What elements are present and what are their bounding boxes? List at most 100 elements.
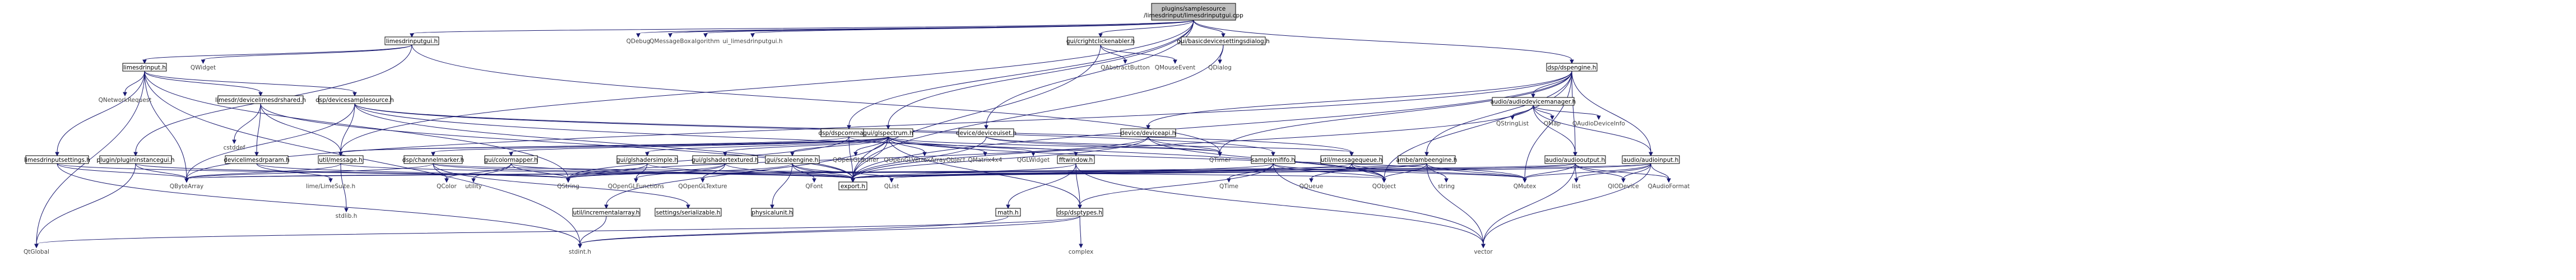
- arrowhead: [686, 204, 690, 209]
- header-file-node[interactable]: gui/colormapper.h: [484, 155, 538, 164]
- include-edge: [260, 103, 343, 157]
- node-label: gui/glshadersimple.h: [616, 157, 678, 164]
- header-file-node[interactable]: gui/scaleengine.h: [765, 155, 820, 164]
- node-label: stdint.h: [569, 249, 591, 255]
- header-file-node[interactable]: settings/serializable.h: [655, 208, 722, 217]
- include-edge: [144, 71, 357, 97]
- node-box: [1492, 97, 1575, 106]
- arrowhead: [636, 33, 640, 38]
- arrowhead: [770, 204, 774, 209]
- header-file-node[interactable]: plugins/samplesource/limesdrinput/limesd…: [1144, 3, 1243, 21]
- node-label: gui/glshadertextured.h: [691, 157, 759, 164]
- external-header-node: QDialog: [1208, 64, 1232, 71]
- node-label: QMessageBox: [649, 38, 691, 45]
- arrowhead: [1574, 178, 1579, 183]
- include-edge: [1100, 44, 1177, 64]
- external-header-node: QFont: [805, 183, 823, 190]
- include-edge: [1193, 20, 1574, 64]
- header-file-node[interactable]: audio/audiooutput.h: [1544, 155, 1606, 164]
- external-header-node: QNetworkRequest: [99, 97, 152, 104]
- external-header-node: QStringList: [1496, 120, 1529, 127]
- external-header-node: QObject: [1372, 183, 1396, 190]
- arrowhead: [1444, 178, 1449, 183]
- external-header-node: vector: [1474, 249, 1493, 255]
- header-file-node[interactable]: fftwindow.h: [1057, 155, 1095, 164]
- node-label: QIODevice: [1608, 183, 1639, 190]
- node-label: audio/audioinput.h: [1623, 157, 1679, 164]
- include-edge: [135, 163, 189, 183]
- external-header-node: QOpenGLVertexArrayObject: [884, 157, 965, 164]
- node-box: [225, 155, 289, 164]
- external-header-node: QMessageBox: [649, 38, 691, 45]
- header-file-node[interactable]: limesdr/devicelimesdrshared.h: [215, 95, 306, 104]
- header-file-node[interactable]: gui/glspectrum.h: [863, 128, 913, 137]
- external-header-node: QString: [557, 183, 579, 190]
- header-file-node[interactable]: util/message.h: [318, 155, 364, 164]
- header-file-node[interactable]: math.h: [995, 208, 1021, 217]
- node-label: stdlib.h: [336, 213, 358, 220]
- node-label: gui/glspectrum.h: [863, 130, 913, 137]
- arrowhead: [232, 139, 236, 144]
- external-header-node: cstddef: [224, 144, 245, 151]
- node-label: dsp/dspengine.h: [1548, 64, 1596, 71]
- arrowhead: [1481, 244, 1486, 249]
- header-file-node[interactable]: limesdrinput.h: [122, 63, 167, 72]
- include-edge: [1078, 163, 1274, 209]
- include-edge: [34, 163, 136, 249]
- arrowhead: [1078, 204, 1082, 209]
- header-file-node[interactable]: util/incrementalarray.h: [572, 208, 640, 217]
- header-file-node[interactable]: ambe/ambeengine.h: [1396, 155, 1458, 164]
- header-file-node[interactable]: devicelimesdrparam.h: [224, 155, 290, 164]
- include-edge: [55, 71, 145, 157]
- header-file-node[interactable]: physicalunit.h: [751, 208, 793, 217]
- include-edge: [1574, 163, 1651, 183]
- header-file-node[interactable]: device/deviceapi.h: [1120, 128, 1176, 137]
- header-file-node[interactable]: limesdrinputsettings.h: [24, 155, 90, 164]
- include-edge: [790, 136, 889, 157]
- include-edge: [260, 103, 855, 183]
- external-header-node: ui_limesdrinputgui.h: [722, 38, 782, 45]
- node-label: audio/audiodevicemanager.h: [1491, 99, 1576, 105]
- header-file-node[interactable]: dsp/dsptypes.h: [1056, 208, 1103, 217]
- node-box: [217, 95, 304, 104]
- node-label: QObject: [1372, 183, 1396, 190]
- arrowhead: [889, 178, 894, 183]
- node-layer: plugins/samplesource/limesdrinput/limesd…: [24, 3, 1690, 255]
- arrowhead: [1079, 244, 1083, 249]
- external-header-node: stdint.h: [569, 249, 591, 255]
- arrowhead: [1550, 115, 1554, 120]
- node-label: string: [1438, 183, 1455, 190]
- include-edge: [1533, 105, 1653, 157]
- header-file-node[interactable]: util/messagequeue.h: [1320, 155, 1383, 164]
- arrowhead: [1221, 33, 1226, 38]
- include-edge: [1621, 163, 1651, 183]
- header-file-node[interactable]: gui/glshadersimple.h: [616, 155, 678, 164]
- node-label: util/messagequeue.h: [1321, 157, 1382, 164]
- header-file-node[interactable]: dsp/devicesamplesource.h: [315, 95, 394, 104]
- include-edge: [847, 20, 1194, 130]
- header-file-node[interactable]: dsp/dspengine.h: [1546, 63, 1598, 72]
- header-file-node[interactable]: plugin/plugininstancegui.h: [96, 155, 175, 164]
- node-box: [1546, 63, 1598, 72]
- header-file-node[interactable]: gui/glshadertextured.h: [691, 155, 759, 164]
- node-box: [1622, 155, 1680, 164]
- header-file-node[interactable]: gui/crightclickenabler.h: [1066, 36, 1135, 45]
- node-label: gui/scaleengine.h: [767, 157, 819, 164]
- node-label: algorithm: [691, 38, 720, 45]
- arrowhead: [201, 59, 206, 64]
- header-file-node[interactable]: limesdrinputgui.h: [384, 36, 439, 45]
- header-file-node[interactable]: gui/basicdevicesettingsdialog.h: [1177, 36, 1270, 45]
- arrowhead: [1349, 152, 1354, 157]
- external-header-node: QMatrix4x4: [968, 157, 1002, 164]
- header-file-node[interactable]: device/deviceuiset.h: [956, 128, 1017, 137]
- arrowhead: [1098, 33, 1103, 38]
- node-label: gui/basicdevicesettingsdialog.h: [1177, 38, 1269, 45]
- node-box: [1151, 3, 1236, 21]
- node-box: [751, 208, 793, 217]
- header-file-node[interactable]: audio/audiodevicemanager.h: [1491, 97, 1576, 106]
- header-file-node[interactable]: samplemififo.h: [1251, 155, 1296, 164]
- header-file-node[interactable]: dsp/channelmarker.h: [402, 155, 464, 164]
- include-edge: [433, 163, 690, 209]
- header-file-node[interactable]: export.h: [838, 181, 867, 190]
- header-file-node[interactable]: audio/audioinput.h: [1622, 155, 1680, 164]
